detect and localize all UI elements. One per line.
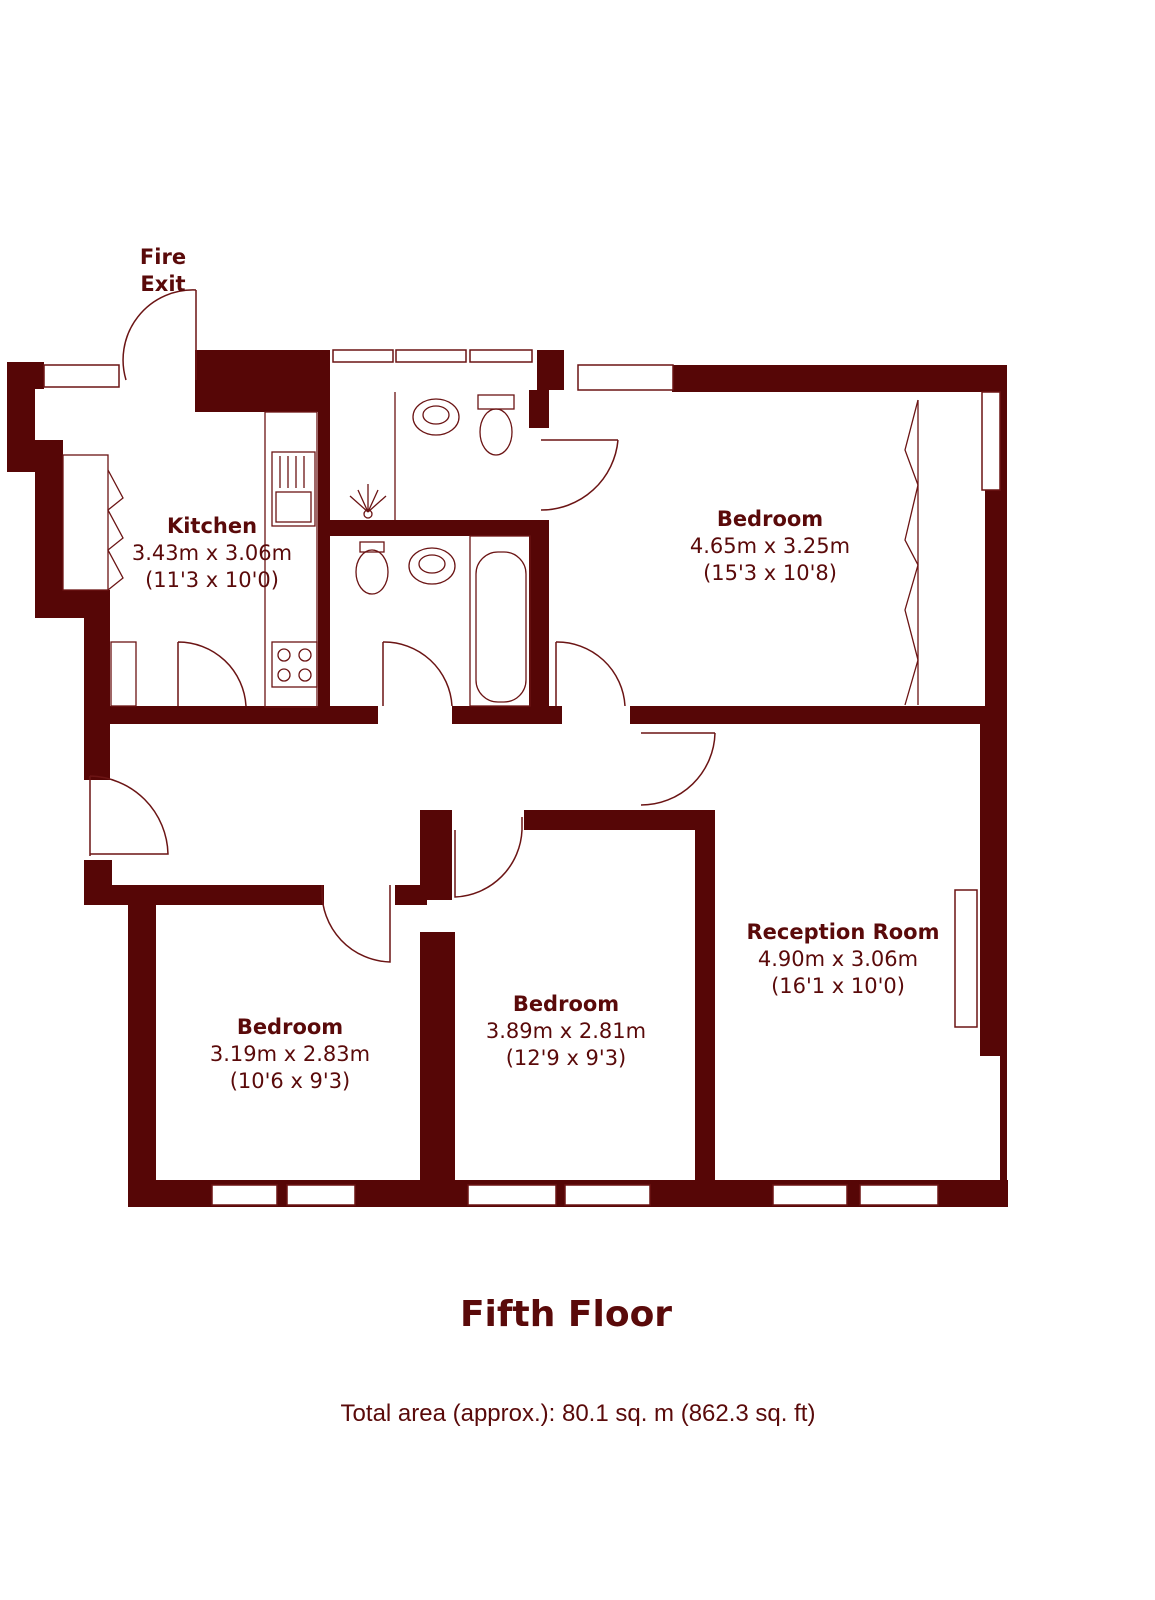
room-name-reception: Reception Room [747, 920, 940, 944]
room-metric-kitchen: 3.43m x 3.06m [132, 541, 292, 565]
room-metric-bedroom-left: 3.19m x 2.83m [210, 1042, 370, 1066]
walls [7, 350, 1008, 1207]
fire-exit-label: Fire [140, 245, 186, 269]
floor-title: Fifth Floor [460, 1294, 672, 1335]
fixtures [62, 392, 919, 708]
room-metric-bedroom-top: 4.65m x 3.25m [690, 534, 850, 558]
fire-exit-label: Exit [140, 272, 185, 296]
basin-icon [408, 547, 456, 585]
room-name-bedroom-top: Bedroom [717, 507, 823, 531]
shower-icon [349, 484, 387, 519]
room-imperial-bedroom-left: (10'6 x 9'3) [230, 1069, 351, 1093]
room-imperial-bedroom-mid: (12'9 x 9'3) [506, 1046, 627, 1070]
room-metric-bedroom-mid: 3.89m x 2.81m [486, 1019, 646, 1043]
room-imperial-kitchen: (11'3 x 10'0) [145, 568, 279, 592]
room-metric-reception: 4.90m x 3.06m [758, 947, 918, 971]
room-imperial-reception: (16'1 x 10'0) [771, 974, 905, 998]
hob-icon [271, 641, 318, 688]
room-name-bedroom-left: Bedroom [237, 1015, 343, 1039]
windows [43, 349, 1001, 1206]
room-name-bedroom-mid: Bedroom [513, 992, 619, 1016]
toilet-icon [477, 394, 515, 410]
bath-icon [475, 551, 527, 703]
toilet-icon [355, 549, 389, 595]
basin-icon [412, 398, 460, 436]
total-area: Total area (approx.): 80.1 sq. m (862.3 … [341, 1400, 816, 1427]
doors [89, 289, 716, 963]
kitchen-sink-icon [271, 451, 316, 527]
room-name-kitchen: Kitchen [167, 514, 257, 538]
room-imperial-bedroom-top: (15'3 x 10'8) [703, 561, 837, 585]
